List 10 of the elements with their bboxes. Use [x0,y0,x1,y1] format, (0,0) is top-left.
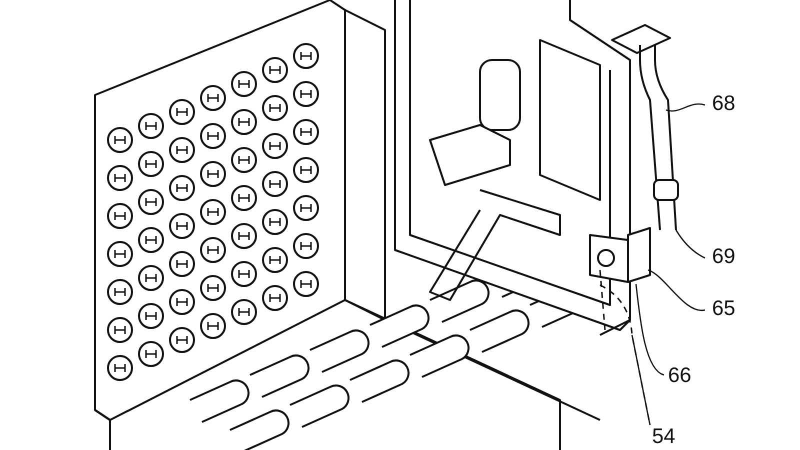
leader-line [675,230,706,259]
callout-number: 65 [712,298,736,319]
leader-line [648,269,706,311]
callout-number: 66 [668,365,692,386]
leader-line [666,103,706,112]
callout-number: 69 [712,246,736,267]
leader-line [631,334,651,426]
leader-line [635,284,664,376]
callout-number: 54 [652,426,676,447]
callout-number: 68 [712,93,736,114]
